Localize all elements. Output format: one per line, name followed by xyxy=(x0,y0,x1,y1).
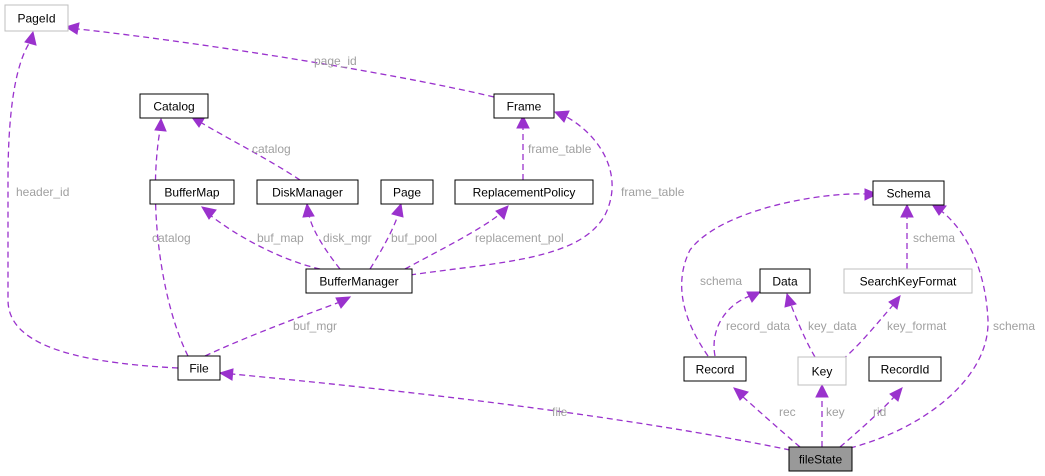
edge-schema-skf: schema xyxy=(900,203,955,269)
edge-label-catalog-diskmanager: catalog xyxy=(252,142,291,156)
edge-label-schema-skf: schema xyxy=(913,231,955,245)
edge-key-data: key_data xyxy=(784,292,857,358)
node-label-diskmanager: DiskManager xyxy=(272,186,343,200)
node-label-buffermap: BufferMap xyxy=(164,186,219,200)
edge-frame-table-rp: frame_table xyxy=(516,114,592,180)
edge-frame-table-bm: frame_table xyxy=(409,110,685,276)
edge-replacement-pol: replacement_pol xyxy=(404,205,564,270)
node-label-searchkeyformat: SearchKeyFormat xyxy=(860,275,957,289)
node-buffermanager[interactable]: BufferManager xyxy=(305,268,413,294)
edge-label-record-data: record_data xyxy=(726,319,790,333)
node-frame[interactable]: Frame xyxy=(493,93,555,119)
node-data[interactable]: Data xyxy=(759,268,811,294)
edge-label-frame-table-rp: frame_table xyxy=(528,142,592,156)
node-record[interactable]: Record xyxy=(683,356,747,382)
edge-label-replacement-pol: replacement_pol xyxy=(475,231,564,245)
edge-schema-record: schema xyxy=(681,188,879,357)
node-label-pageid: PageId xyxy=(17,12,55,26)
node-pageid[interactable]: PageId xyxy=(4,4,69,32)
node-recordid[interactable]: RecordId xyxy=(868,356,942,382)
edge-rid: rid xyxy=(839,387,903,448)
node-diskmanager[interactable]: DiskManager xyxy=(256,179,359,205)
node-label-record: Record xyxy=(696,363,735,377)
edge-rec: rec xyxy=(733,387,801,448)
edge-page-id: page_id xyxy=(64,22,495,98)
edge-label-buf-pool: buf_pool xyxy=(391,231,437,245)
node-label-frame: Frame xyxy=(507,100,542,114)
node-key[interactable]: Key xyxy=(797,356,847,386)
edge-label-page-id: page_id xyxy=(314,54,357,68)
edge-label-header-id: header_id xyxy=(16,185,69,199)
node-label-replacementpolicy: ReplacementPolicy xyxy=(473,186,576,200)
edge-label-key-format: key_format xyxy=(887,319,947,333)
edge-label-key-data: key_data xyxy=(808,319,857,333)
node-label-key: Key xyxy=(812,365,833,379)
edge-label-rid: rid xyxy=(873,405,886,419)
edge-disk-mgr: disk_mgr xyxy=(302,202,372,270)
edge-schema-filestate: schema xyxy=(849,203,1035,449)
node-searchkeyformat[interactable]: SearchKeyFormat xyxy=(843,268,973,294)
edge-label-schema-filestate: schema xyxy=(993,319,1035,333)
edge-catalog-file: catalog xyxy=(152,117,191,357)
node-replacementpolicy[interactable]: ReplacementPolicy xyxy=(454,179,594,205)
edge-label-disk-mgr: disk_mgr xyxy=(323,231,372,245)
node-label-filestate: fileState xyxy=(799,453,843,467)
edge-label-schema-record: schema xyxy=(700,274,742,288)
node-label-buffermanager: BufferManager xyxy=(319,275,398,289)
node-label-file: File xyxy=(189,362,209,376)
edge-label-rec: rec xyxy=(779,405,796,419)
edge-buf-mgr: buf_mgr xyxy=(204,296,352,357)
edge-label-key: key xyxy=(826,405,845,419)
node-page[interactable]: Page xyxy=(380,179,434,205)
edge-record-data: record_data xyxy=(713,291,790,357)
node-filestate[interactable]: fileState xyxy=(788,446,853,472)
edge-label-buf-map: buf_map xyxy=(257,231,304,245)
edge-label-buf-mgr: buf_mgr xyxy=(293,319,337,333)
edge-key-format: key_format xyxy=(841,295,947,361)
node-label-schema: Schema xyxy=(886,187,930,201)
node-label-recordid: RecordId xyxy=(881,363,930,377)
edge-buf-pool: buf_pool xyxy=(369,202,437,270)
edge-label-frame-table-bm: frame_table xyxy=(621,185,685,199)
node-label-data: Data xyxy=(772,275,798,289)
node-label-catalog: Catalog xyxy=(153,100,194,114)
node-buffermap[interactable]: BufferMap xyxy=(149,179,235,205)
node-schema[interactable]: Schema xyxy=(872,180,945,206)
edge-key: key xyxy=(815,383,845,447)
edge-file: file xyxy=(218,368,791,451)
node-catalog[interactable]: Catalog xyxy=(139,93,209,119)
edge-buf-map: buf_map xyxy=(200,206,321,270)
edge-label-catalog-file: catalog xyxy=(152,231,191,245)
edge-label-file: file xyxy=(552,405,568,419)
node-label-page: Page xyxy=(393,186,421,200)
node-file[interactable]: File xyxy=(177,355,221,381)
edge-header-id: header_id xyxy=(7,30,179,369)
edge-catalog-diskmanager: catalog xyxy=(189,115,301,181)
